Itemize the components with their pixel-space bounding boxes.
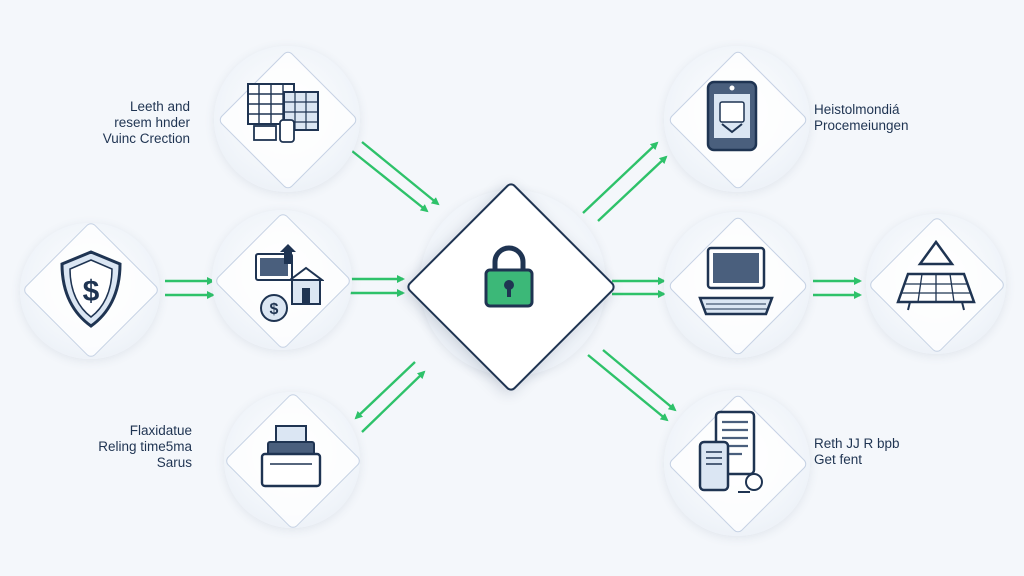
label-bottom-left-line-1: Flaxidatue bbox=[129, 423, 192, 438]
arrow-topleft-hub-a bbox=[346, 146, 429, 213]
label-top-left-line-3: Vuinc Crection bbox=[102, 131, 190, 146]
arrow-hub-topright-b bbox=[597, 155, 668, 222]
arrow-hub-bottomright-b bbox=[602, 349, 677, 412]
label-top-right: Heistolmondiá Procemeiungen bbox=[814, 102, 909, 134]
house-finance-icon: $ bbox=[255, 244, 324, 322]
label-bottom-right: Reth JJ R bpb Get fent bbox=[814, 436, 900, 468]
label-top-right-line-1: Heistolmondiá bbox=[814, 102, 900, 117]
arrow-topleft-hub-b bbox=[361, 141, 440, 206]
svg-text:$: $ bbox=[83, 275, 100, 308]
label-top-right-line-2: Procemeiungen bbox=[814, 118, 909, 133]
printer-icon bbox=[260, 425, 322, 488]
shield-dollar-icon: $ bbox=[60, 250, 122, 328]
label-bottom-right-line-1: Reth JJ R bpb bbox=[814, 436, 900, 451]
label-top-left-line-2: resem hnder bbox=[114, 115, 190, 130]
solar-panel-icon bbox=[896, 240, 976, 311]
arrow-hub-bottomright-a bbox=[587, 354, 669, 422]
label-bottom-left-line-3: Sarus bbox=[156, 455, 192, 470]
svg-text:$: $ bbox=[270, 301, 279, 318]
label-top-left-line-1: Leeth and bbox=[129, 99, 190, 114]
arrow-hub-topright-a bbox=[582, 141, 659, 214]
documents-grid-icon bbox=[247, 83, 319, 143]
arrow-bottomleft-hub-b bbox=[361, 370, 426, 433]
label-top-left: Leeth and resem hnder Vuinc Crection bbox=[103, 99, 190, 147]
mobile-device-icon bbox=[706, 80, 758, 152]
label-bottom-left-line-2: Reling time5ma bbox=[98, 439, 192, 454]
laptop-icon bbox=[698, 246, 774, 316]
tablet-phone-icon bbox=[698, 410, 763, 493]
label-bottom-right-line-2: Get fent bbox=[814, 452, 863, 467]
arrow-hub-bottomleft-a bbox=[354, 361, 416, 420]
padlock-icon bbox=[484, 245, 534, 308]
label-bottom-left: Flaxidatue Reling time5ma Sarus bbox=[98, 423, 192, 471]
